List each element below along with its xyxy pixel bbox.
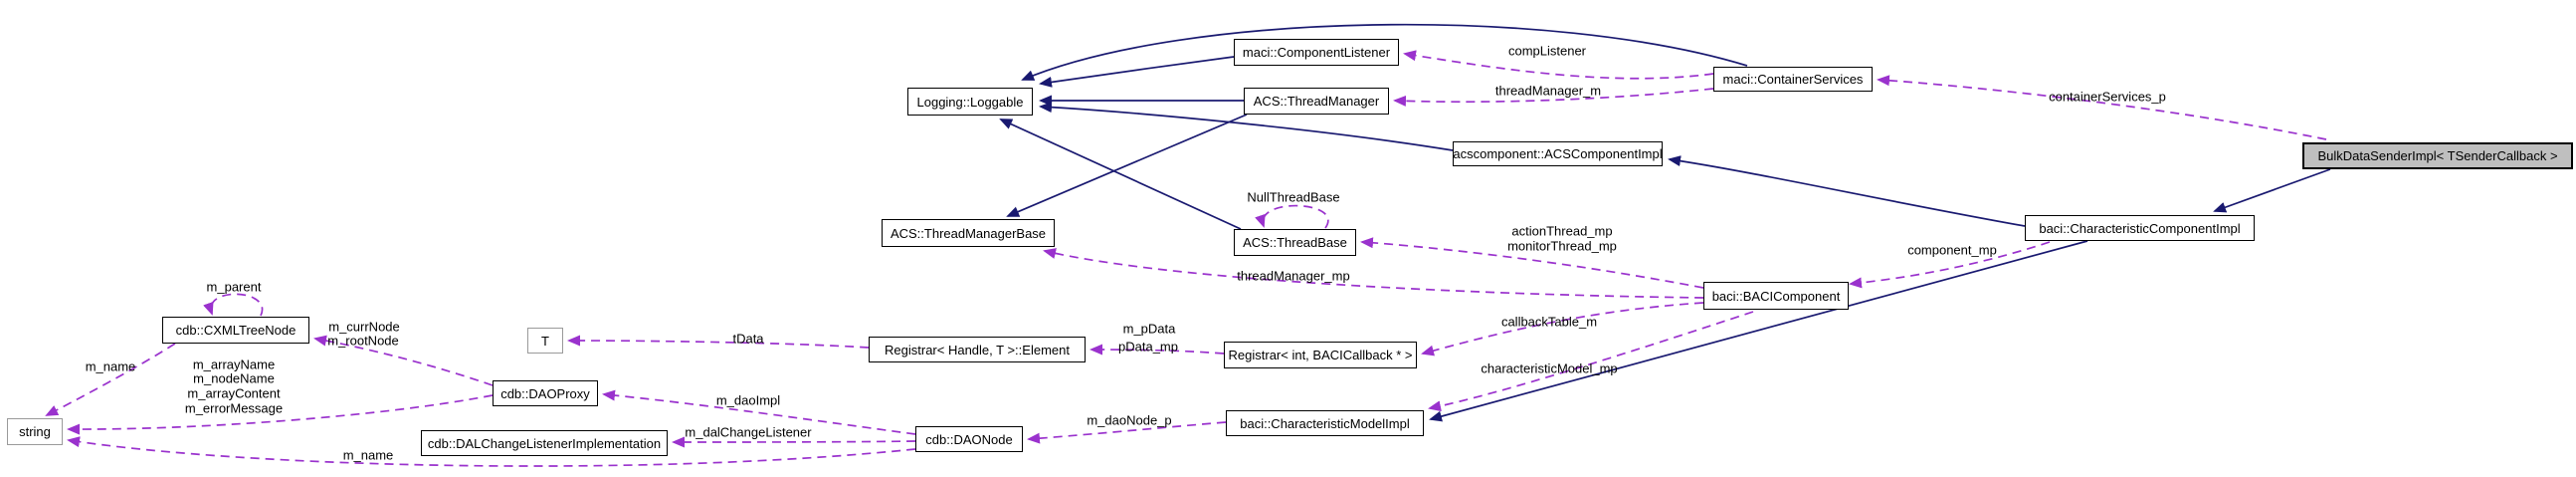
edge-bulkdatasenderimpl-characteristiccomponentimpl bbox=[2213, 168, 2331, 213]
edge-label-nodename: m_nodeName bbox=[193, 370, 275, 386]
edge-mname-cxmltreenode-string bbox=[45, 343, 176, 416]
edge-label-pdata-mp: pData_mp bbox=[1118, 339, 1178, 355]
edge-threadmanager-threadmanagerbase bbox=[1006, 114, 1248, 217]
edge-label-dalchangelistener: m_dalChangeListener bbox=[685, 424, 812, 440]
node-registrar-handle-t-element[interactable]: Registrar< Handle, T >::Element bbox=[869, 337, 1086, 362]
node-baci-bacicomponent[interactable]: baci::BACIComponent bbox=[1703, 282, 1849, 310]
node-cdb-daoproxy[interactable]: cdb::DAOProxy bbox=[493, 380, 598, 406]
edge-label-mname-daonode: m_name bbox=[342, 447, 394, 463]
edge-nullthreadbase-selfloop bbox=[1255, 204, 1329, 229]
edge-component-mp bbox=[1849, 241, 2051, 289]
node-maci-containerservices[interactable]: maci::ContainerServices bbox=[1713, 67, 1873, 92]
edge-mpdata-pdata-mp bbox=[1090, 344, 1225, 356]
edge-label-arrayname: m_arrayName bbox=[192, 357, 276, 372]
edge-threadbase-loggable bbox=[999, 119, 1242, 230]
edge-label-threadmanager-m: threadManager_m bbox=[1494, 83, 1602, 99]
edge-label-callbacktable-m: callbackTable_m bbox=[1500, 314, 1598, 330]
node-acs-threadmanagerbase[interactable]: ACS::ThreadManagerBase bbox=[882, 219, 1055, 247]
node-logging-loggable[interactable]: Logging::Loggable bbox=[907, 88, 1033, 116]
edge-componentlistener-loggable bbox=[1039, 56, 1235, 88]
edge-tdata bbox=[567, 335, 870, 349]
node-cdb-daonode[interactable]: cdb::DAONode bbox=[915, 426, 1023, 452]
edge-label-monitorthread-mp: monitorThread_mp bbox=[1507, 238, 1617, 254]
node-string: string bbox=[7, 418, 63, 445]
edge-actionthread-monitorthread bbox=[1360, 237, 1704, 289]
node-t-template-param: T bbox=[527, 328, 563, 354]
node-baci-characteristicmodelimpl[interactable]: baci::CharacteristicModelImpl bbox=[1226, 410, 1424, 436]
edge-label-actionthread-mp: actionThread_mp bbox=[1511, 223, 1613, 239]
edge-label-daoimpl: m_daoImpl bbox=[715, 392, 781, 408]
edge-acscomponentimpl-loggable bbox=[1039, 102, 1454, 151]
edge-label-mparent: m_parent bbox=[206, 279, 262, 295]
edge-label-complistener: compListener bbox=[1507, 43, 1587, 59]
edge-mname-daonode-string bbox=[67, 436, 916, 467]
node-cdb-dalchangelistenerimplementation[interactable]: cdb::DALChangeListenerImplementation bbox=[421, 430, 668, 456]
node-bulkdatasenderimpl: BulkDataSenderImpl< TSenderCallback > bbox=[2302, 142, 2573, 169]
edge-label-errormessage: m_errorMessage bbox=[184, 400, 284, 416]
edge-label-threadmanager-mp: threadManager_mp bbox=[1237, 268, 1350, 284]
edge-label-nullthreadbase: NullThreadBase bbox=[1247, 189, 1340, 205]
edge-currnode-rootnode bbox=[313, 335, 494, 386]
edge-arrayname-nodename-arraycontent-errormessage bbox=[67, 394, 494, 435]
edge-label-tdata: tData bbox=[732, 331, 764, 347]
node-acs-threadmanager[interactable]: ACS::ThreadManager bbox=[1244, 88, 1389, 115]
edge-threadmanager-mp bbox=[1043, 248, 1704, 299]
edge-mparent-selfloop bbox=[203, 293, 264, 317]
edge-label-rootnode: m_rootNode bbox=[327, 333, 399, 349]
edge-complistener bbox=[1403, 50, 1714, 80]
node-maci-componentlistener[interactable]: maci::ComponentListener bbox=[1234, 39, 1399, 66]
edge-characteristicmodel-mp bbox=[1428, 311, 1754, 412]
node-acscomponent-acscomponentimpl[interactable]: acscomponent::ACSComponentImpl bbox=[1453, 141, 1663, 166]
edge-label-component-mp: component_mp bbox=[1907, 242, 1997, 258]
edge-label-characteristicmodel-mp: characteristicModel_mp bbox=[1481, 360, 1618, 376]
edge-characteristiccomponentimpl-characteristicmodelimpl bbox=[1429, 240, 2088, 422]
edge-label-mname-tree: m_name bbox=[85, 358, 136, 374]
edge-label-containerservices-p: containerServices_p bbox=[2049, 89, 2166, 105]
node-cdb-cxmltreenode[interactable]: cdb::CXMLTreeNode bbox=[162, 317, 309, 344]
node-registrar-int-bacicallback[interactable]: Registrar< int, BACICallback * > bbox=[1224, 342, 1417, 368]
edge-containerservices-loggable bbox=[1021, 23, 1748, 81]
edge-containerservices-p bbox=[1877, 75, 2327, 140]
edge-label-daonode-p: m_daoNode_p bbox=[1087, 412, 1172, 428]
node-baci-characteristiccomponentimpl[interactable]: baci::CharacteristicComponentImpl bbox=[2025, 215, 2255, 241]
edge-dalchangelistener bbox=[672, 436, 916, 448]
edge-daoimpl bbox=[602, 389, 916, 435]
edge-label-mpdata: m_pData bbox=[1122, 321, 1176, 337]
node-acs-threadbase[interactable]: ACS::ThreadBase bbox=[1234, 229, 1356, 256]
edge-characteristiccomponentimpl-acscomponentimpl bbox=[1668, 155, 2026, 227]
edge-label-arraycontent: m_arrayContent bbox=[187, 385, 281, 401]
edge-threadmanager-m bbox=[1393, 88, 1714, 107]
edge-label-currnode: m_currNode bbox=[328, 319, 400, 335]
edge-callbacktable-m bbox=[1421, 302, 1704, 357]
